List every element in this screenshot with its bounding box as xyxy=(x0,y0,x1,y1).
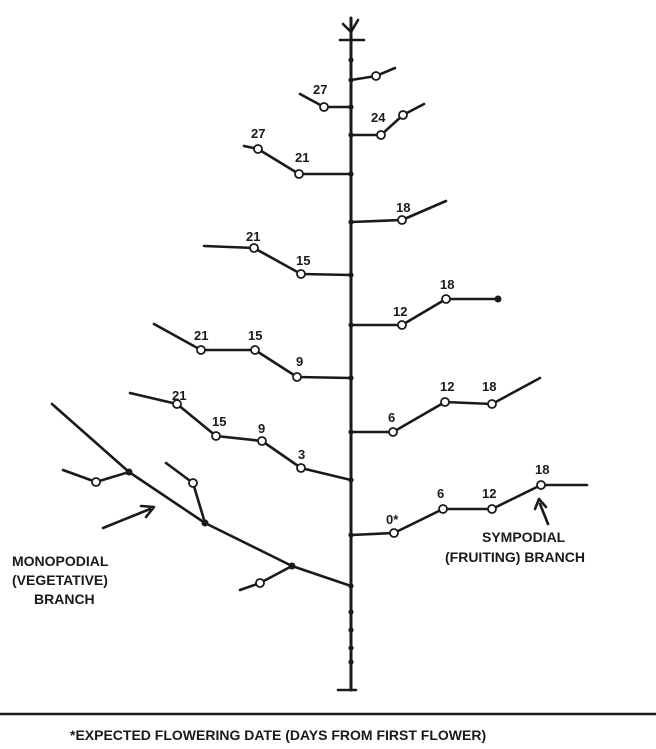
date-label: 12 xyxy=(440,379,454,394)
monopodial-arrow xyxy=(103,506,154,528)
date-label: 24 xyxy=(371,110,386,125)
date-label: 12 xyxy=(393,304,407,319)
monopodial-label-line-1: MONOPODIAL xyxy=(12,553,109,569)
date-label: 15 xyxy=(296,253,310,268)
date-label: 27 xyxy=(313,82,327,97)
date-label: 12 xyxy=(482,486,496,501)
monopodial-label-line-2: (VEGETATIVE) xyxy=(12,572,108,588)
date-label: 18 xyxy=(440,277,454,292)
date-label: 21 xyxy=(172,388,186,403)
sympodial-label-line-1: SYMPODIAL xyxy=(482,529,566,545)
monopodial-label-line-3: BRANCH xyxy=(34,591,95,607)
flowering-date-labels: 27 24 27 21 18 21 15 12 18 21 15 9 6 12 … xyxy=(172,82,549,527)
date-label: 9 xyxy=(258,421,265,436)
date-label: 18 xyxy=(482,379,496,394)
sympodial-branch-level-3-left xyxy=(204,244,351,278)
date-label: 15 xyxy=(248,328,262,343)
top-branch-right xyxy=(351,68,395,80)
sympodial-branch-level-1-right xyxy=(351,104,424,139)
footnote: *EXPECTED FLOWERING DATE (DAYS FROM FIRS… xyxy=(70,727,486,743)
sympodial-label-line-2: (FRUITING) BRANCH xyxy=(445,549,585,565)
date-label: 18 xyxy=(535,462,549,477)
date-label: 9 xyxy=(296,354,303,369)
date-label: 6 xyxy=(437,486,444,501)
date-label: 15 xyxy=(212,414,226,429)
sympodial-label: SYMPODIAL (FRUITING) BRANCH xyxy=(445,529,585,565)
date-label: 18 xyxy=(396,200,410,215)
date-label: 21 xyxy=(194,328,208,343)
sympodial-branch-level-3-right xyxy=(351,295,502,329)
date-label: 6 xyxy=(388,410,395,425)
date-label: 3 xyxy=(298,447,305,462)
main-stem xyxy=(338,18,364,690)
date-label: 0* xyxy=(386,512,399,527)
monopodial-label: MONOPODIAL (VEGETATIVE) BRANCH xyxy=(12,553,109,607)
sympodial-branch-level-5-left xyxy=(130,393,351,480)
sympodial-arrow xyxy=(535,499,548,524)
date-label: 27 xyxy=(251,126,265,141)
date-label: 21 xyxy=(246,229,260,244)
date-label: 21 xyxy=(295,150,309,165)
